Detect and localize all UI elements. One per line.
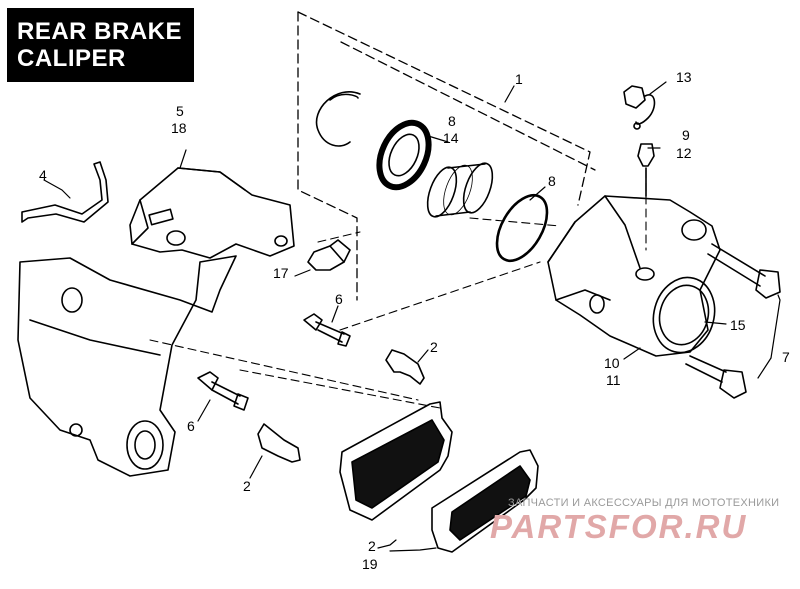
callout-8-right: 8 xyxy=(548,173,556,189)
brake-pad-rear xyxy=(431,449,539,553)
caliper-bolts-7 xyxy=(685,243,781,399)
callout-12: 12 xyxy=(676,145,692,161)
brake-pad-front xyxy=(339,401,453,521)
retaining-ring xyxy=(315,91,361,147)
callout-2-pads: 2 xyxy=(368,538,376,554)
callout-5: 5 xyxy=(176,103,184,119)
callout-7: 7 xyxy=(782,349,790,365)
callout-19: 19 xyxy=(362,556,378,572)
callout-8-top: 8 xyxy=(448,113,456,129)
callout-18: 18 xyxy=(171,120,187,136)
piston-assembly-outline xyxy=(297,11,596,301)
callout-13: 13 xyxy=(676,69,692,85)
clip-2-upper xyxy=(385,349,425,385)
pin-bolt-6-lower xyxy=(197,371,249,411)
callout-17: 17 xyxy=(273,265,289,281)
watermark-tagline: ЗАПЧАСТИ И АКСЕССУАРЫ ДЛЯ МОТОТЕХНИКИ xyxy=(508,497,780,509)
callout-14: 14 xyxy=(443,130,459,146)
mounting-plate xyxy=(17,255,237,477)
callout-6-lower: 6 xyxy=(187,418,195,434)
piston xyxy=(426,162,494,218)
callout-2-lower: 2 xyxy=(243,478,251,494)
caliper-bracket-5 xyxy=(129,167,295,259)
callout-2-upper: 2 xyxy=(430,339,438,355)
o-ring-8 xyxy=(495,193,549,263)
watermark-logo: PARTSFOR.RU xyxy=(490,508,748,545)
spring-clip-4 xyxy=(21,161,109,223)
callout-10: 10 xyxy=(604,355,620,371)
callout-9: 9 xyxy=(682,127,690,143)
diagram-title: REAR BRAKE CALIPER xyxy=(7,8,194,82)
callout-11: 11 xyxy=(606,372,621,388)
callout-15: 15 xyxy=(730,317,746,333)
bleeder-cap-13 xyxy=(623,85,656,130)
dust-boot-8-14 xyxy=(376,119,432,191)
caliper-housing-10-11 xyxy=(547,195,721,357)
callout-4: 4 xyxy=(39,167,47,183)
callout-6-upper: 6 xyxy=(335,291,343,307)
pin-bolt-6-upper xyxy=(303,313,351,347)
clip-2-lower xyxy=(257,423,301,463)
title-line-2: CALIPER xyxy=(17,45,126,72)
leader-lines xyxy=(43,81,781,552)
plug-17 xyxy=(307,239,351,271)
callout-1: 1 xyxy=(515,71,523,87)
bleeder-valve-9-12 xyxy=(637,143,655,197)
title-line-1: REAR BRAKE xyxy=(17,18,183,45)
